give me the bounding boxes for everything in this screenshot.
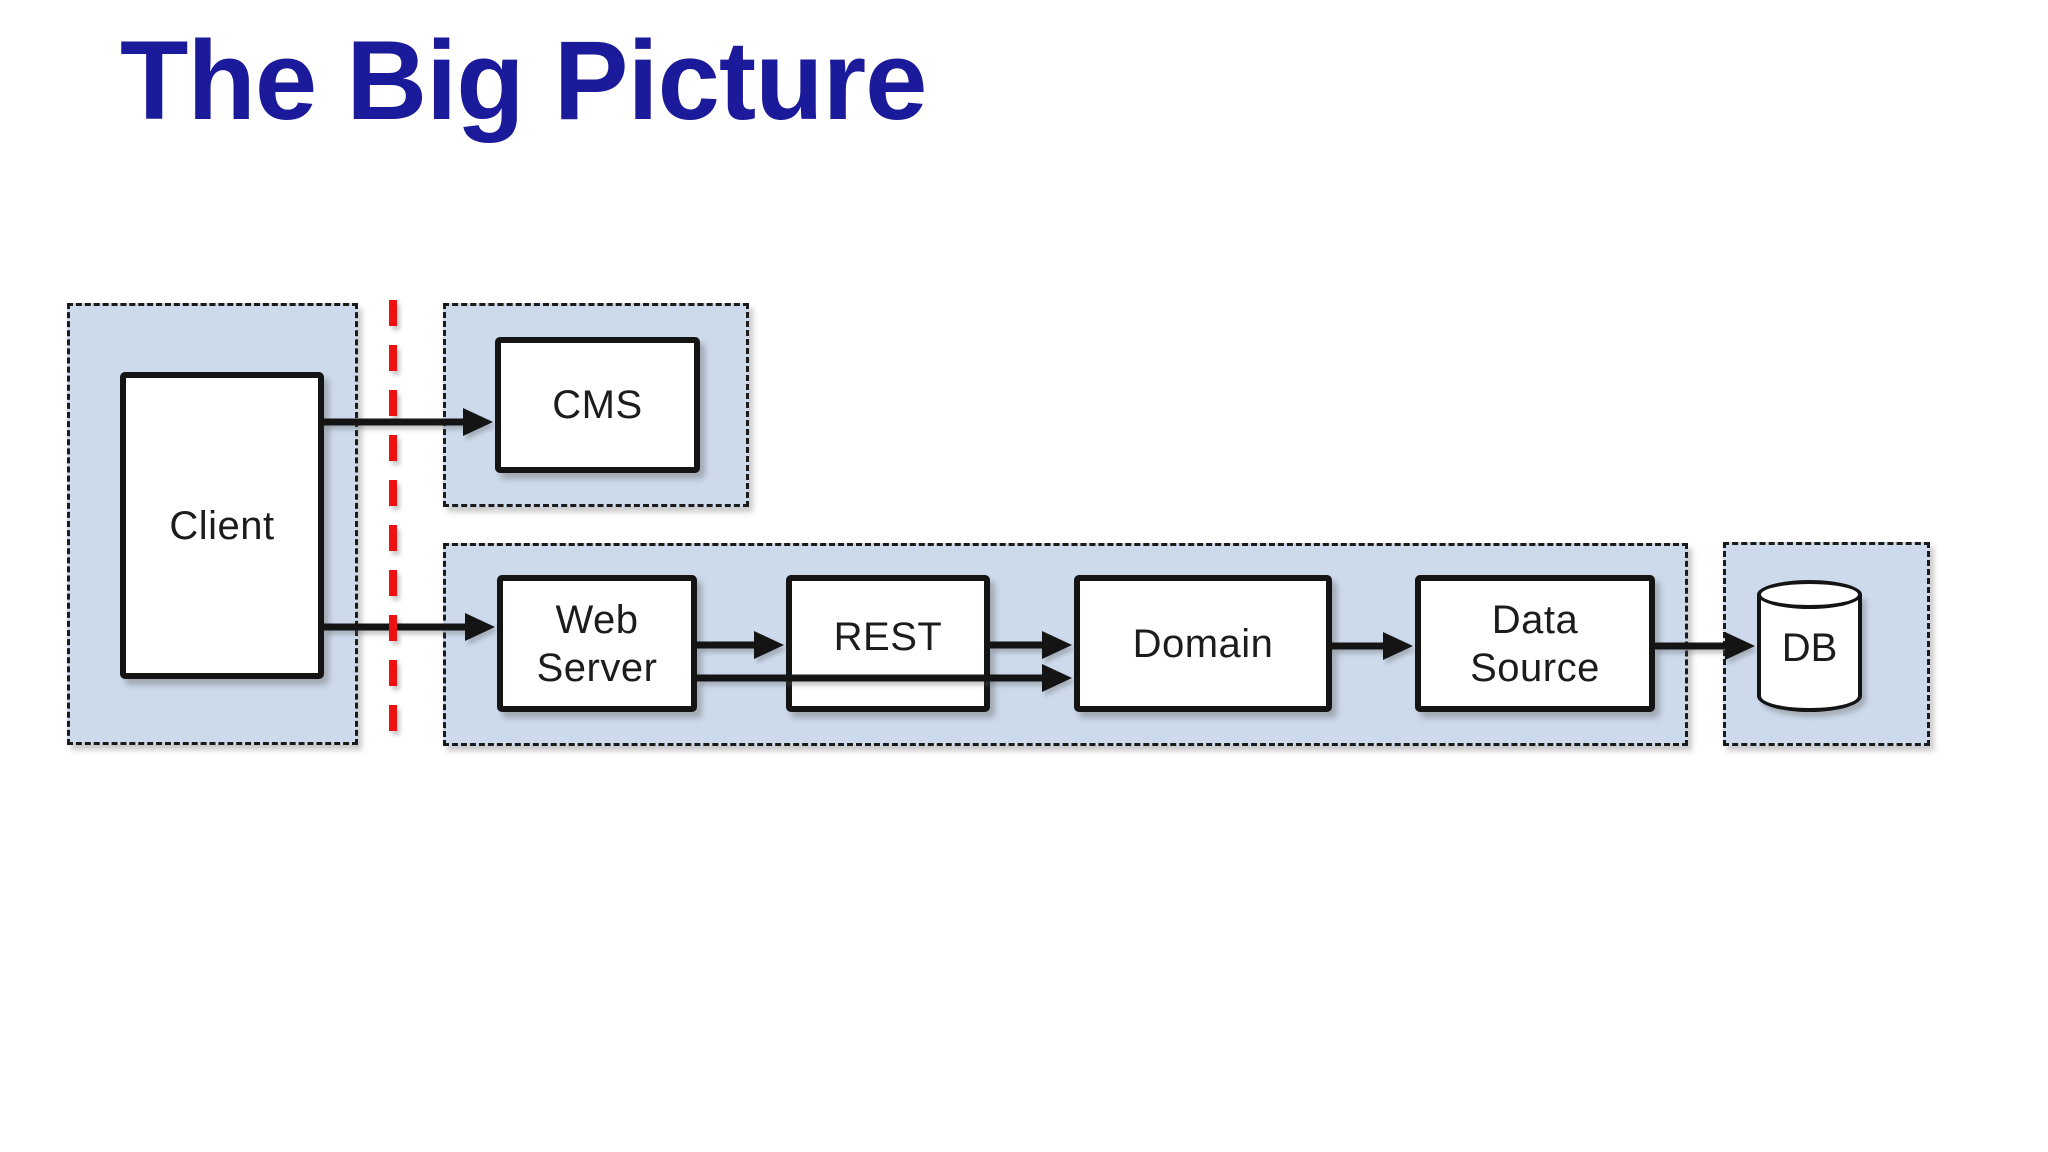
- slide-title: The Big Picture: [120, 18, 927, 143]
- node-rest: REST: [786, 575, 990, 712]
- db-cylinder-body: [1757, 594, 1862, 712]
- node-cms: CMS: [495, 337, 700, 473]
- node-domain-label: Domain: [1132, 621, 1274, 666]
- node-client: Client: [120, 372, 324, 679]
- node-rest-label: REST: [833, 614, 943, 659]
- node-cms-label: CMS: [552, 383, 643, 427]
- node-web-server-label: Web Server: [536, 597, 658, 690]
- node-db-label: DB: [1781, 626, 1838, 670]
- node-client-label: Client: [169, 503, 275, 548]
- node-domain: Domain: [1074, 575, 1332, 712]
- node-data-source: Data Source: [1415, 575, 1655, 712]
- node-data-source-label: Data Source: [1470, 597, 1600, 690]
- node-web-server: Web Server: [497, 575, 697, 712]
- db-cylinder-top-ellipse: [1757, 580, 1862, 609]
